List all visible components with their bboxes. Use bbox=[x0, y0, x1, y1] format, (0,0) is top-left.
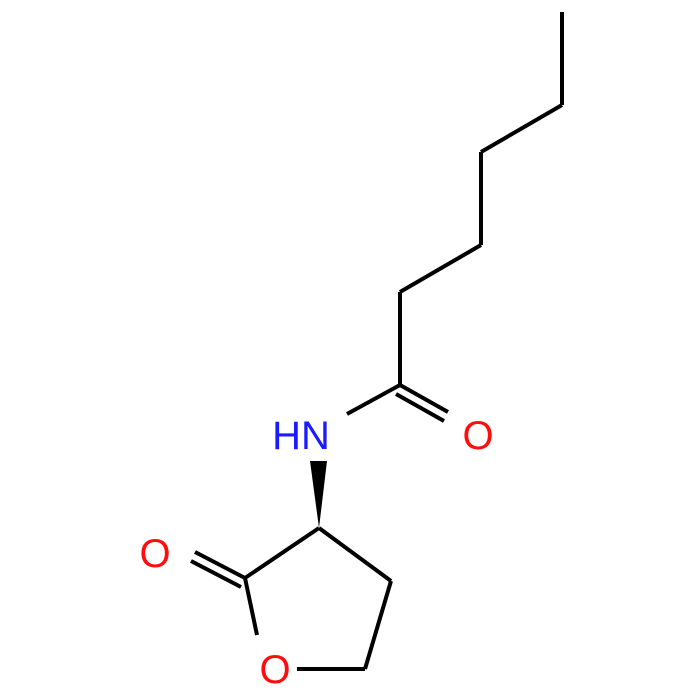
bond-lactone-carbonyl-double-2 bbox=[190, 559, 242, 589]
bond-c3-c2 bbox=[398, 243, 483, 294]
atom-label-lactone-carbonyl-o: O bbox=[139, 532, 170, 576]
bond-ccarbonyl-calpha bbox=[243, 526, 321, 580]
atom-label-amide-nh: HN bbox=[272, 414, 330, 458]
bond-lactone-carbonyl-double-1 bbox=[194, 550, 246, 580]
bond-c1-n bbox=[346, 383, 401, 416]
atom-label-ring-o: O bbox=[259, 648, 290, 692]
bond-oring-ccarbonyl bbox=[243, 577, 259, 636]
stereo-wedge-bond bbox=[310, 461, 327, 528]
bond-cbeta-cgamma bbox=[363, 580, 393, 670]
atom-label-amide-o: O bbox=[462, 414, 493, 458]
bond-calpha-cbeta bbox=[317, 526, 393, 583]
bond-c5-c4 bbox=[479, 103, 564, 154]
bond-carbonyl-double-1 bbox=[399, 383, 449, 414]
bond-carbonyl-double-2 bbox=[395, 392, 445, 423]
